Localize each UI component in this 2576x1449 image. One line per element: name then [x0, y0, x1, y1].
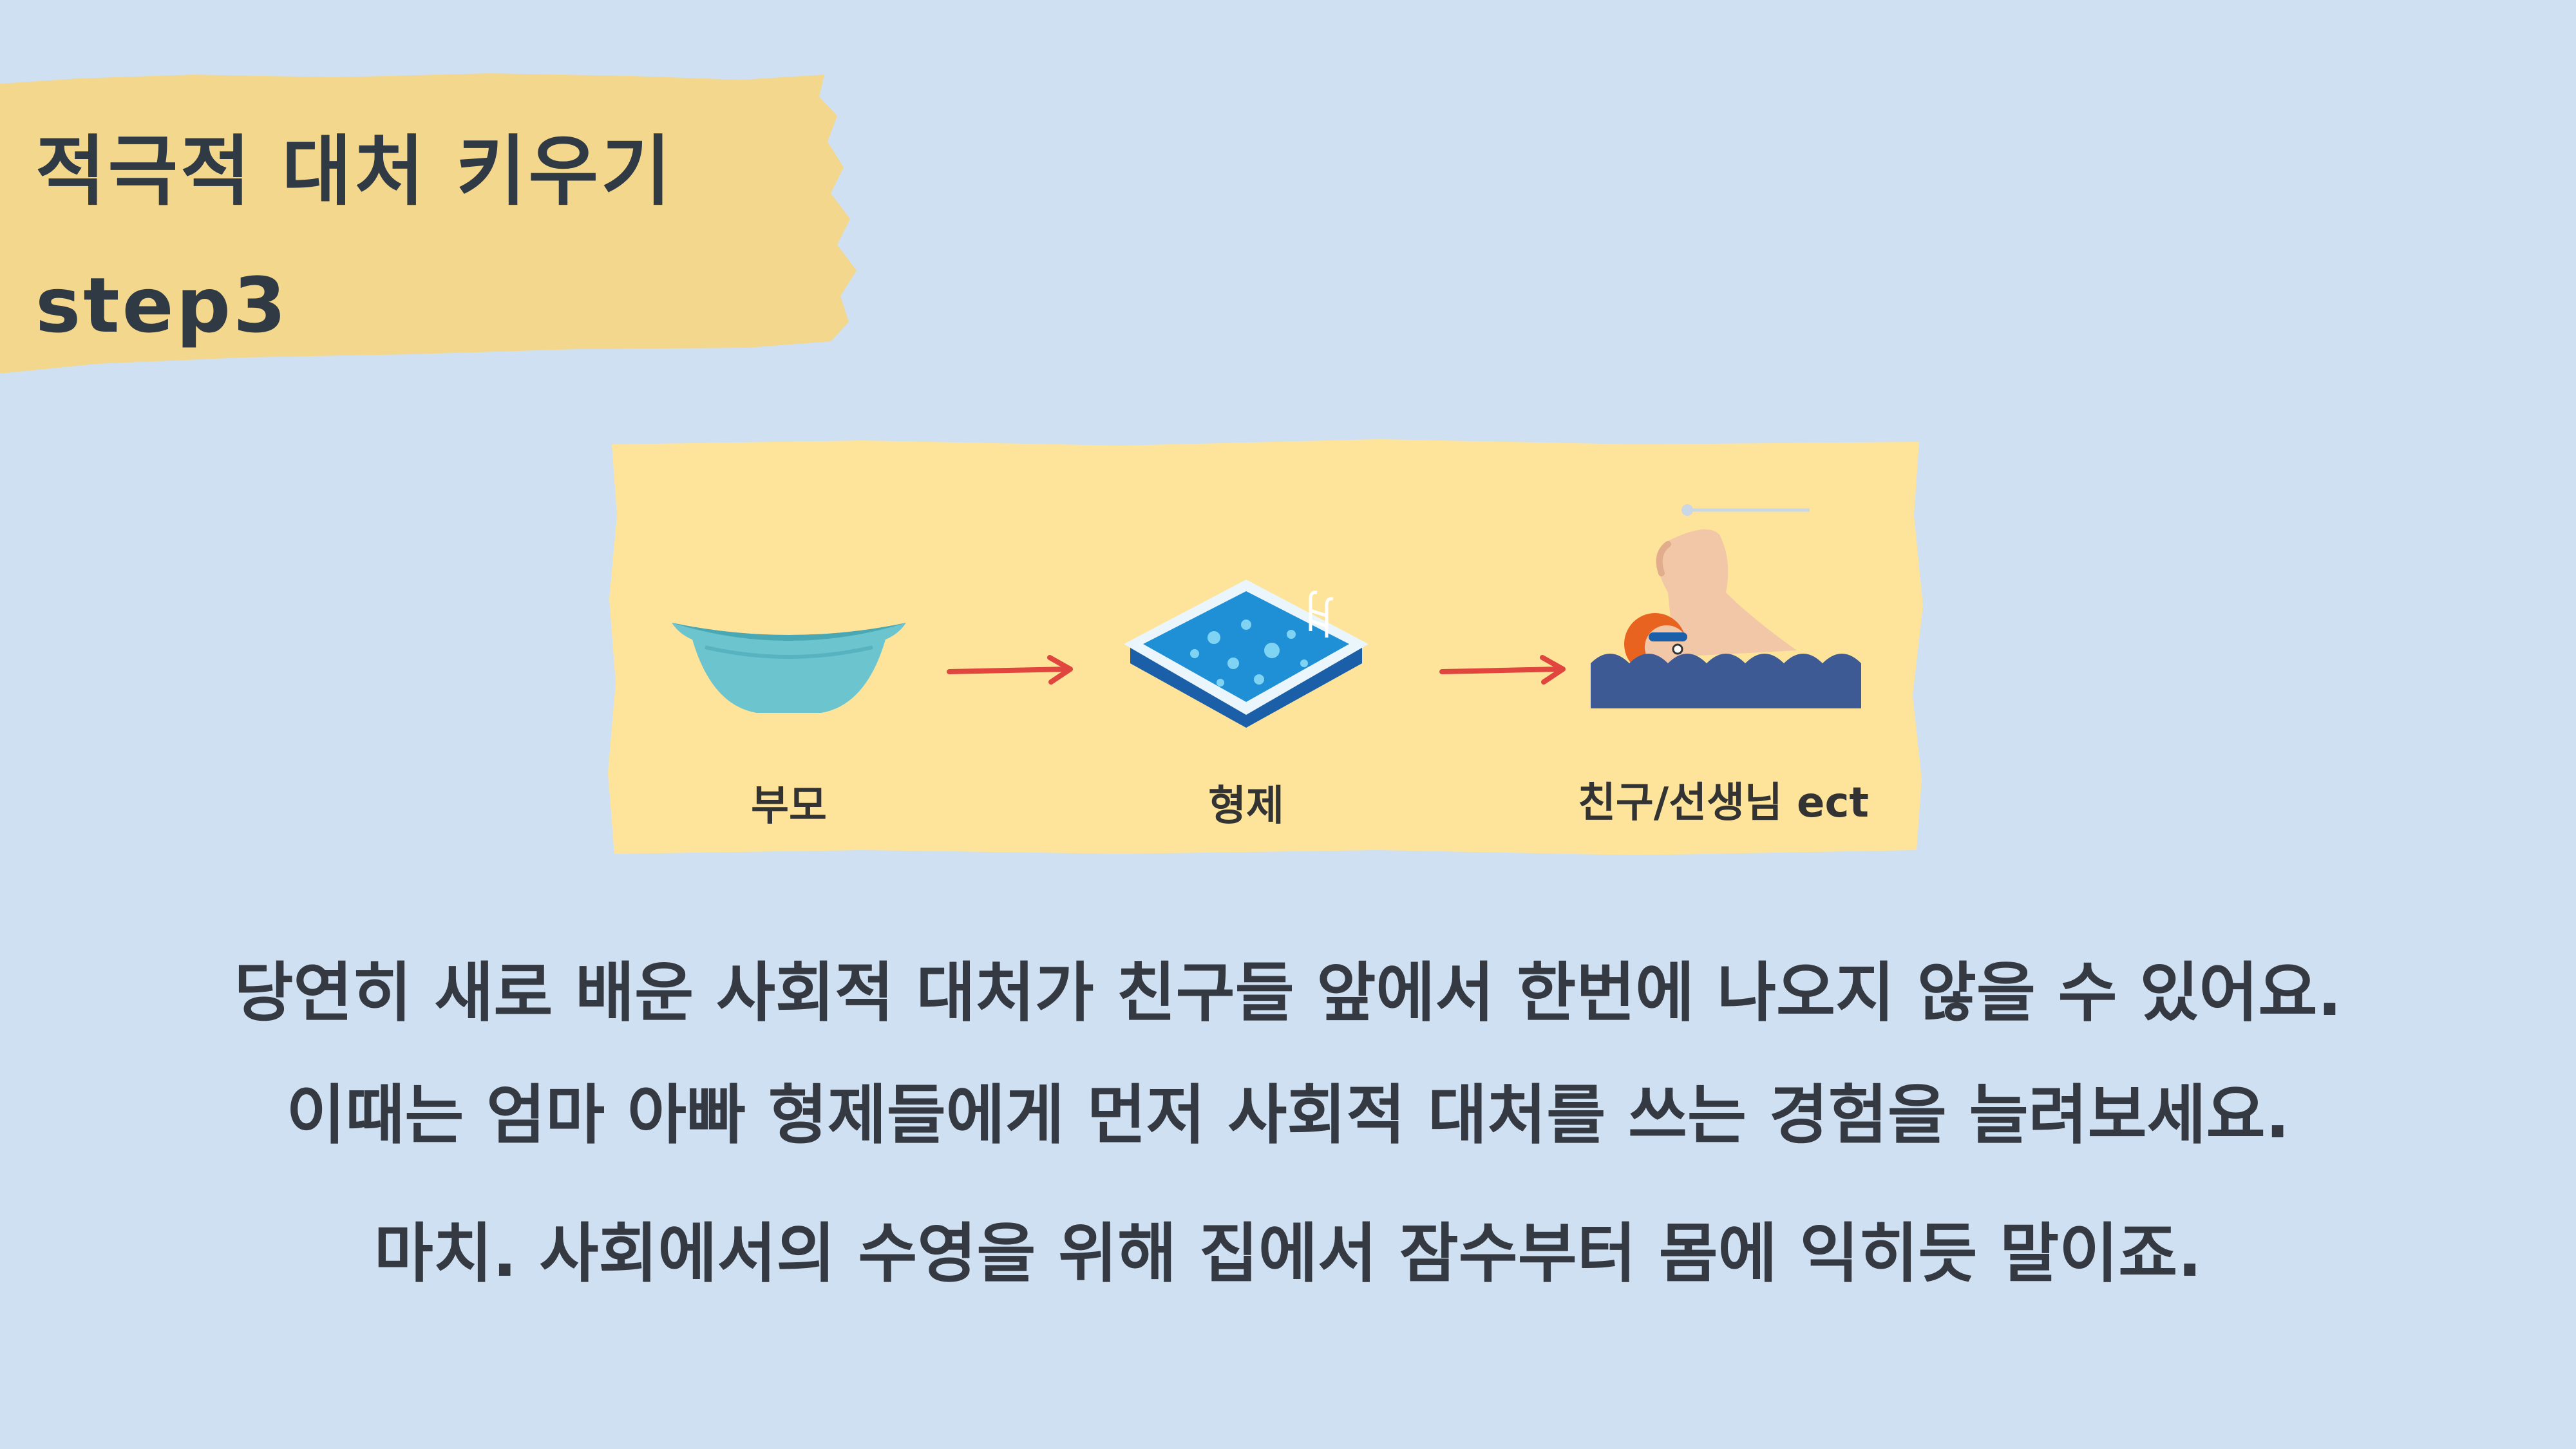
- progression-panel: 부모 형제: [605, 438, 1926, 857]
- step-friends-teachers: [1591, 496, 1861, 708]
- arrow-right-icon: [947, 655, 1073, 685]
- swimmer-icon: [1591, 504, 1861, 708]
- step-parents: [667, 609, 911, 718]
- step-siblings: [1117, 573, 1375, 741]
- body-text-line-2: 이때는 엄마 아빠 형제들에게 먼저 사회적 대처를 쓰는 경험을 늘려보세요.: [286, 1077, 2290, 1153]
- swimming-pool-icon: [1124, 580, 1368, 728]
- body-text-line-1: 당연히 새로 배운 사회적 대처가 친구들 앞에서 한번에 나오지 않을 수 있…: [234, 955, 2342, 1030]
- step-label-parents: 부모: [751, 782, 827, 830]
- step-label-friends-teachers: 친구/선생님 ect: [1578, 779, 1869, 827]
- page-title: 적극적 대처 키우기: [35, 127, 674, 216]
- baby-bathtub-icon: [672, 623, 906, 713]
- body-text-line-3: 마치. 사회에서의 수영을 위해 집에서 잠수부터 몸에 익히듯 말이죠.: [374, 1216, 2202, 1291]
- step-label-siblings: 형제: [1208, 782, 1284, 830]
- page-subtitle: step3: [35, 261, 289, 350]
- arrow-right-icon: [1439, 655, 1566, 685]
- brush-highlight: [0, 73, 857, 374]
- title-block: 적극적 대처 키우기 step3: [0, 71, 857, 380]
